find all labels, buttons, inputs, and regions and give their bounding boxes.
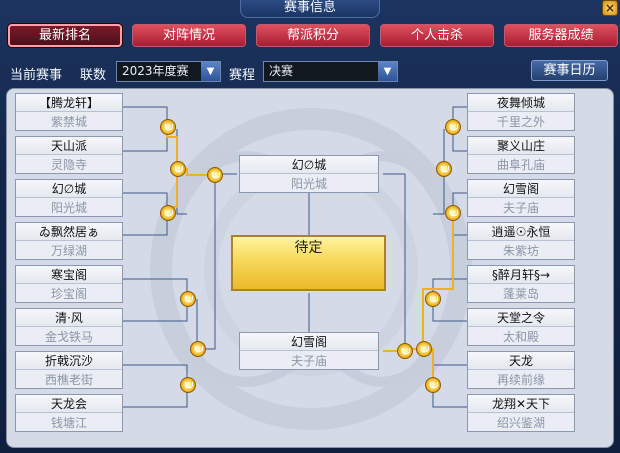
team-right-8[interactable]: 龙翔✕天下 绍兴鉴湖 <box>467 394 575 432</box>
stage-select[interactable]: 决赛 ▼ <box>263 61 398 82</box>
team-right-1[interactable]: 夜舞倾城 千里之外 <box>467 93 575 131</box>
team-name: 天龙会 <box>16 395 122 413</box>
team-server: 灵隐寺 <box>50 158 87 172</box>
team-name: 龙翔✕天下 <box>468 395 574 413</box>
final-team-top[interactable]: 幻∅城 阳光城 <box>239 155 379 193</box>
team-name: ゐ飘然居ぁ <box>16 223 122 241</box>
event-calendar-button[interactable]: 赛事日历 <box>531 60 608 81</box>
team-server: 钱塘江 <box>50 416 87 430</box>
team-server: 太和殿 <box>502 330 539 344</box>
team-name: 幻雪阁 <box>240 333 378 351</box>
team-server: 千里之外 <box>496 115 545 129</box>
team-server: 万绿湖 <box>50 244 87 258</box>
team-server: 夫子庙 <box>502 201 539 215</box>
trophy-icon <box>416 341 432 357</box>
tab-personal-kills[interactable]: 个人击杀 <box>380 24 494 47</box>
final-team-bottom[interactable]: 幻雪阁 夫子庙 <box>239 332 379 370</box>
stage-value: 决赛 <box>269 64 294 78</box>
team-server: 曲阜孔庙 <box>496 158 545 172</box>
team-right-5[interactable]: §醉月轩§→ 蓬莱岛 <box>467 265 575 303</box>
team-server: 再续前缘 <box>496 373 545 387</box>
team-server: 蓬莱岛 <box>502 287 539 301</box>
team-server: 紫禁城 <box>50 115 87 129</box>
trophy-icon <box>445 119 461 135</box>
team-right-7[interactable]: 天龙 再续前缘 <box>467 351 575 389</box>
team-name: 天堂之令 <box>468 309 574 327</box>
team-name: 逍遥☉永恒 <box>468 223 574 241</box>
team-right-4[interactable]: 逍遥☉永恒 朱紫坊 <box>467 222 575 260</box>
trophy-icon <box>436 161 452 177</box>
team-right-2[interactable]: 聚义山庄 曲阜孔庙 <box>467 136 575 174</box>
team-server: 朱紫坊 <box>502 244 539 258</box>
chevron-down-icon[interactable]: ▼ <box>201 62 220 81</box>
team-server: 绍兴鉴湖 <box>496 416 545 430</box>
team-server: 阳光城 <box>290 177 327 191</box>
close-icon[interactable]: × <box>602 0 618 16</box>
team-left-1[interactable]: 【腾龙轩】 紫禁城 <box>15 93 123 131</box>
tab-matchups[interactable]: 对阵情况 <box>132 24 246 47</box>
trophy-icon <box>160 119 176 135</box>
final-result: 待定 <box>231 235 386 291</box>
trophy-icon <box>207 167 223 183</box>
team-right-6[interactable]: 天堂之令 太和殿 <box>467 308 575 346</box>
team-left-3[interactable]: 幻∅城 阳光城 <box>15 179 123 217</box>
team-left-6[interactable]: 清·风 金戈铁马 <box>15 308 123 346</box>
team-name: 夜舞倾城 <box>468 94 574 112</box>
season-select[interactable]: 2023年度赛 ▼ <box>116 61 221 82</box>
trophy-icon <box>445 205 461 221</box>
team-name: 幻∅城 <box>16 180 122 198</box>
league-label: 联数 <box>80 68 107 83</box>
trophy-icon <box>160 205 176 221</box>
trophy-icon <box>425 291 441 307</box>
team-name: 幻雪阁 <box>468 180 574 198</box>
trophy-icon <box>397 343 413 359</box>
team-name: 幻∅城 <box>240 156 378 174</box>
trophy-icon <box>425 377 441 393</box>
trophy-icon <box>170 161 186 177</box>
team-name: 【腾龙轩】 <box>16 94 122 112</box>
team-name: 天龙 <box>468 352 574 370</box>
team-left-5[interactable]: 寒宝阁 珍宝阁 <box>15 265 123 303</box>
tab-latest-ranking[interactable]: 最新排名 <box>8 24 122 47</box>
team-server: 夫子庙 <box>290 354 327 368</box>
team-name: 清·风 <box>16 309 122 327</box>
tab-guild-points[interactable]: 帮派积分 <box>256 24 370 47</box>
trophy-icon <box>180 377 196 393</box>
stage-label: 赛程 <box>229 68 256 83</box>
team-left-2[interactable]: 天山派 灵隐寺 <box>15 136 123 174</box>
team-left-4[interactable]: ゐ飘然居ぁ 万绿湖 <box>15 222 123 260</box>
team-right-3[interactable]: 幻雪阁 夫子庙 <box>467 179 575 217</box>
season-value: 2023年度赛 <box>122 64 189 78</box>
team-server: 阳光城 <box>50 201 87 215</box>
window-title: 赛事信息 <box>240 0 380 18</box>
team-left-7[interactable]: 折戟沉沙 西樵老街 <box>15 351 123 389</box>
trophy-icon <box>190 341 206 357</box>
team-name: 折戟沉沙 <box>16 352 122 370</box>
chevron-down-icon[interactable]: ▼ <box>378 62 397 81</box>
team-left-8[interactable]: 天龙会 钱塘江 <box>15 394 123 432</box>
team-name: §醉月轩§→ <box>468 266 574 284</box>
team-name: 寒宝阁 <box>16 266 122 284</box>
team-server: 西樵老街 <box>44 373 93 387</box>
team-server: 珍宝阁 <box>50 287 87 301</box>
tab-server-results[interactable]: 服务器成绩 <box>504 24 618 47</box>
team-name: 聚义山庄 <box>468 137 574 155</box>
team-server: 金戈铁马 <box>44 330 93 344</box>
team-name: 天山派 <box>16 137 122 155</box>
current-event-label: 当前赛事 <box>10 68 63 83</box>
trophy-icon <box>180 291 196 307</box>
bracket-panel: 【腾龙轩】 紫禁城 天山派 灵隐寺 幻∅城 阳光城 ゐ飘然居ぁ 万绿湖 寒宝阁 … <box>6 88 614 448</box>
